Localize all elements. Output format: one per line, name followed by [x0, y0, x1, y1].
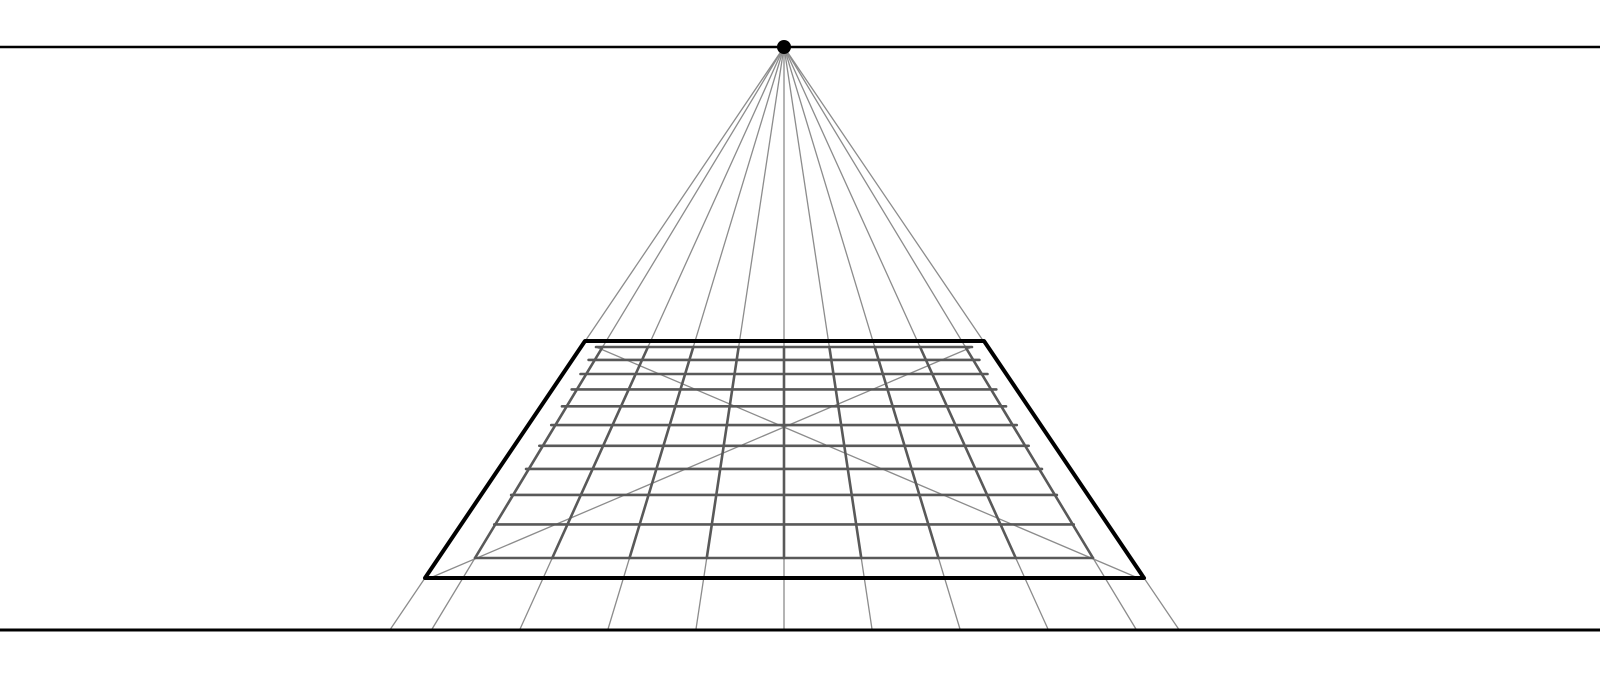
grid-column-line: [473, 345, 604, 560]
grid-column-line: [705, 345, 740, 560]
grid-column-line: [918, 345, 1018, 560]
grid-column-line: [550, 345, 650, 560]
outer-frame: [423, 339, 1146, 580]
grid-column-line: [828, 345, 863, 560]
vanishing-point: [777, 40, 791, 54]
grid-column-line: [964, 345, 1095, 560]
diagonal-guide-line: [429, 346, 973, 579]
grid-column-line: [628, 345, 695, 560]
grid-column-line: [873, 345, 940, 560]
diagonal-guide-line: [595, 346, 1139, 579]
